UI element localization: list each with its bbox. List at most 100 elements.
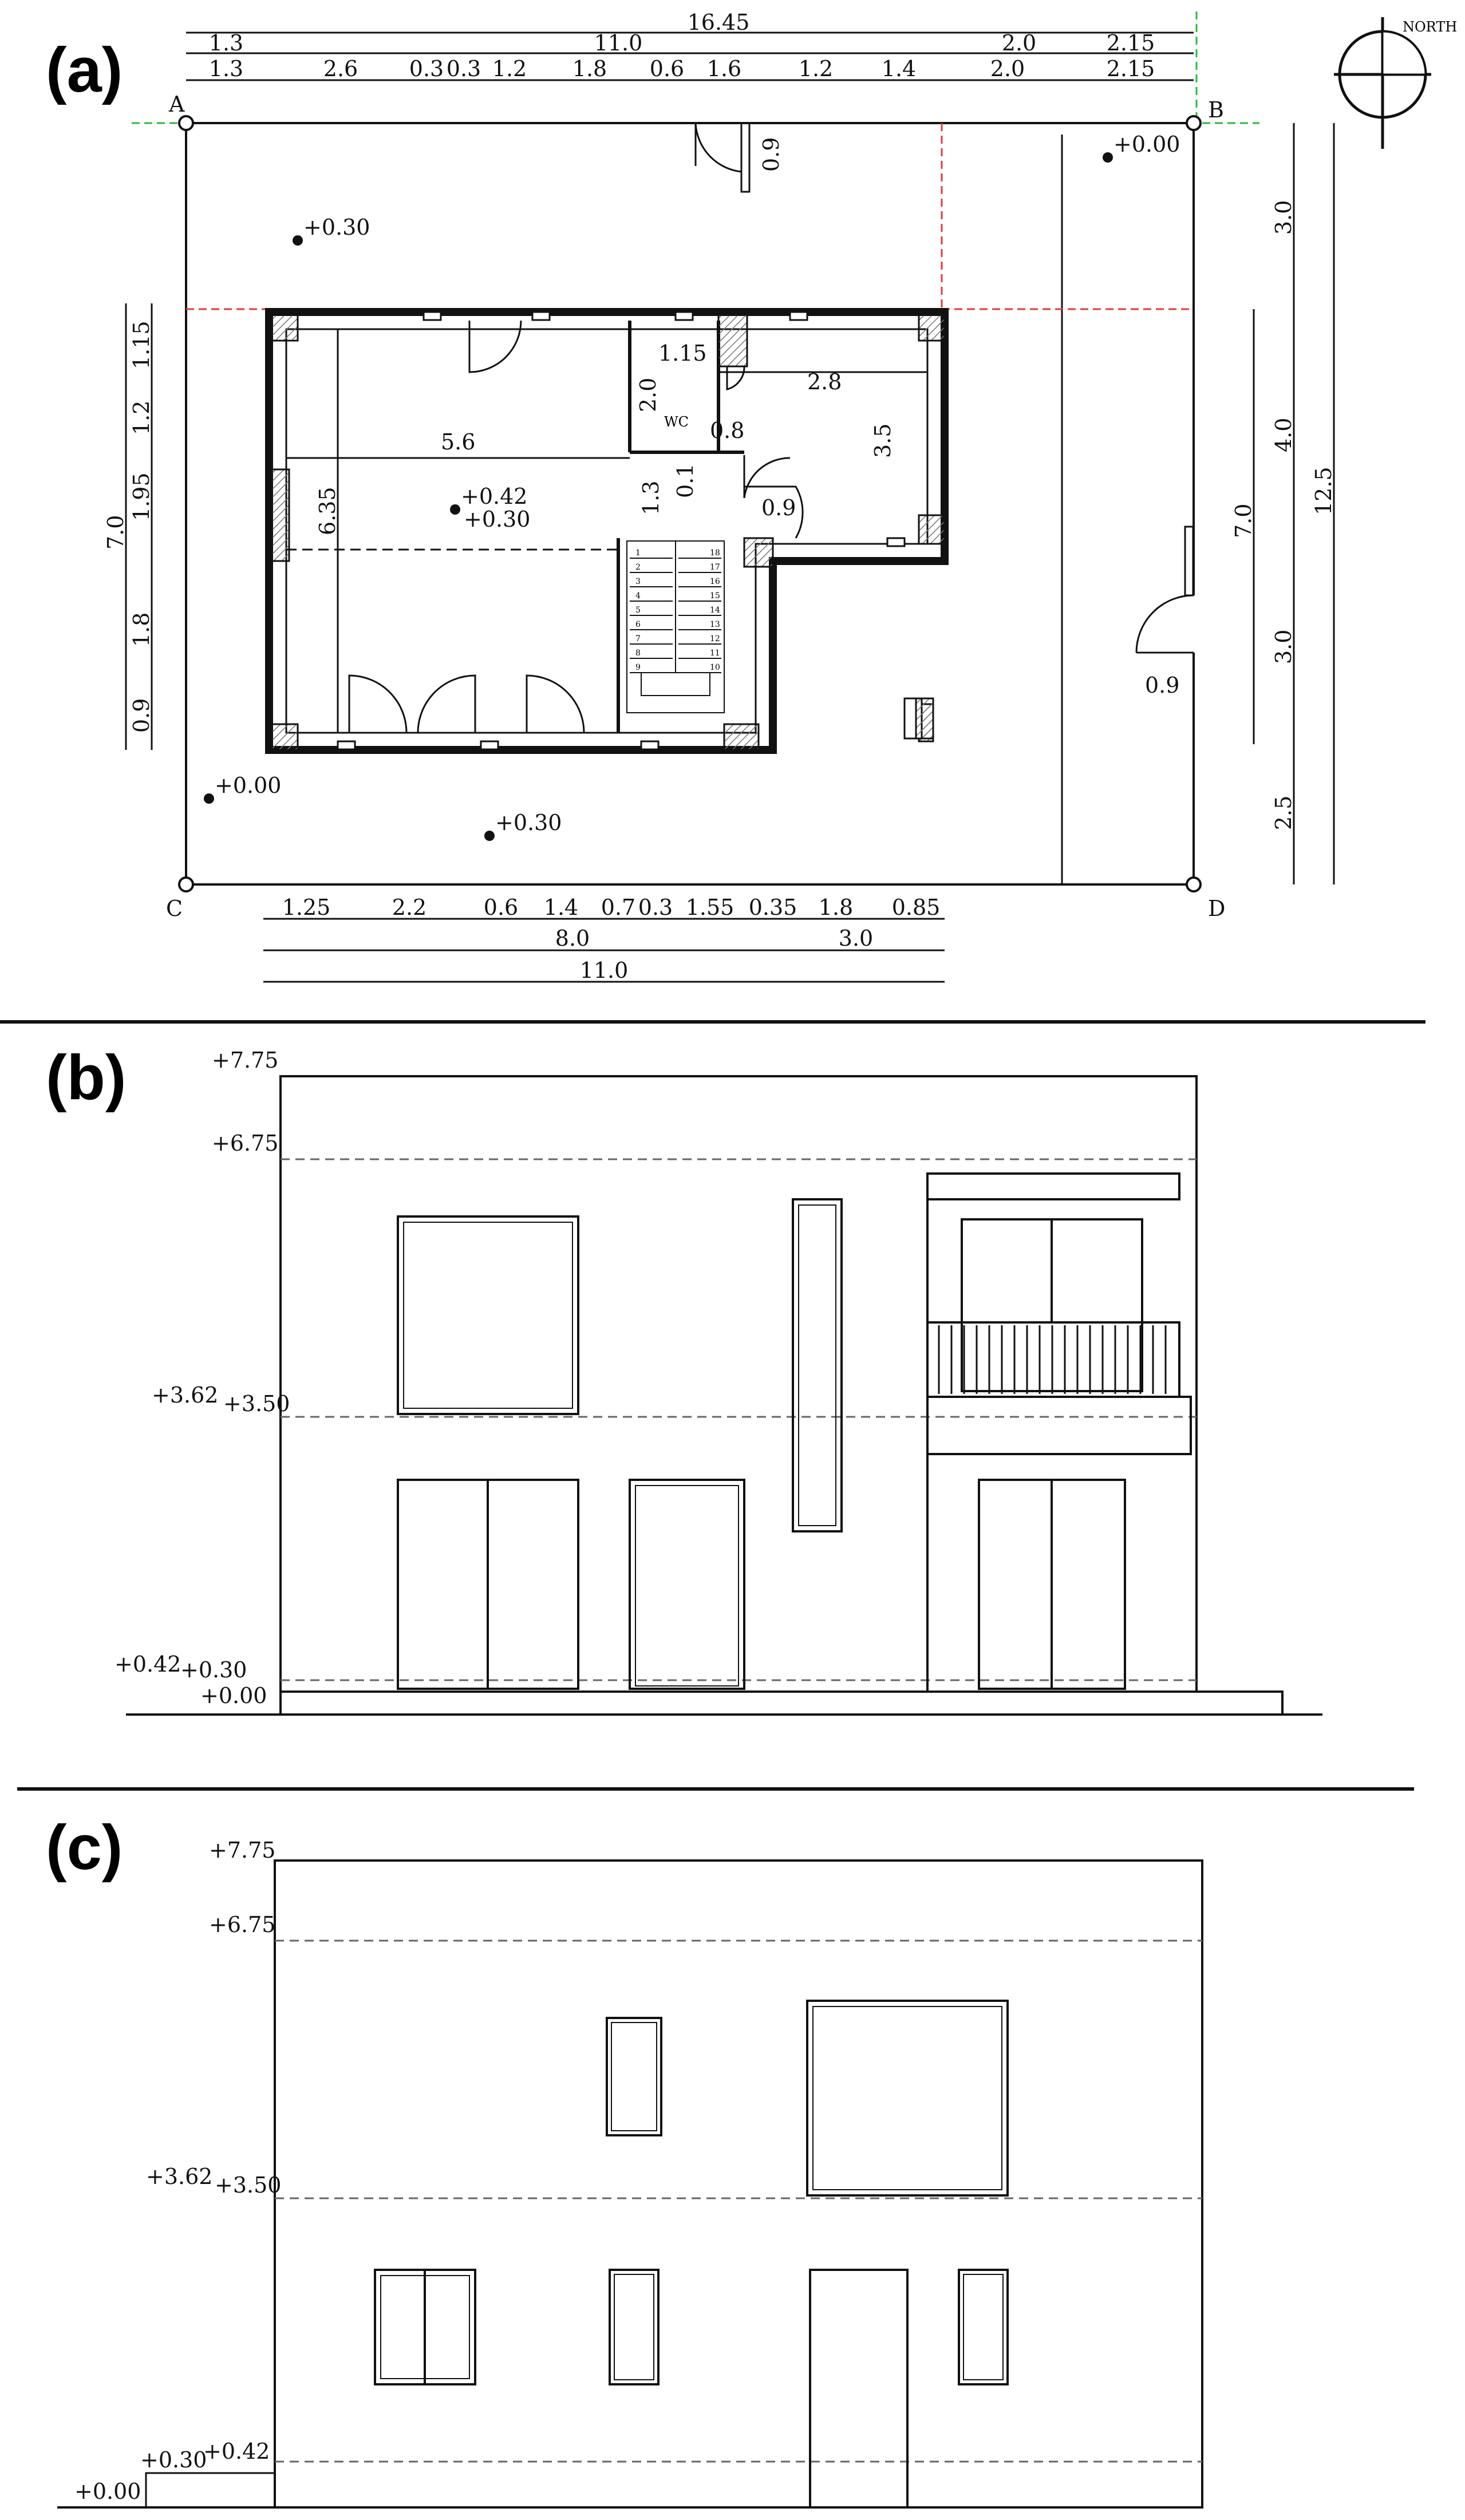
panel-a-label: (a) bbox=[46, 35, 123, 105]
dim-wc-depth: 2.0 bbox=[635, 378, 661, 412]
level-label: +3.50 bbox=[223, 1391, 290, 1416]
bottom-dims-row1: 1.25 2.2 0.6 1.4 0.7 0.3 1.55 0.35 1.8 0… bbox=[282, 895, 941, 920]
dim-bottom-8: 8.0 bbox=[555, 926, 590, 951]
level-labels-c: +7.75 +6.75 +3.62 +3.50 +0.30 +0.42 +0.0… bbox=[74, 1838, 281, 2504]
dim-label: 1.55 bbox=[686, 895, 735, 920]
dim-top-row2: 1.3 11.0 2.0 2.15 bbox=[209, 30, 1155, 56]
corner-d: D bbox=[1208, 896, 1225, 921]
site-boundary bbox=[185, 122, 1195, 886]
entrance-door bbox=[809, 2269, 909, 2509]
dim-label: 0.9 bbox=[129, 698, 154, 733]
doors bbox=[348, 320, 804, 733]
dim-bottom-11: 11.0 bbox=[580, 958, 629, 983]
bottom-dimension-lines bbox=[263, 918, 945, 983]
panel-b-label: (b) bbox=[46, 1042, 126, 1113]
dim-label: 12.5 bbox=[1311, 467, 1336, 515]
dim-label: 0.7 bbox=[601, 895, 635, 920]
level-label: +7.75 bbox=[212, 1048, 278, 1073]
dim-corridor: 1.3 bbox=[638, 481, 664, 515]
level-dashed-lines bbox=[275, 1940, 1202, 2463]
dim-label: 1.3 bbox=[209, 56, 243, 81]
dim-label: 2.15 bbox=[1107, 30, 1155, 56]
dim-label: 1.95 bbox=[129, 472, 154, 521]
lower-doors bbox=[397, 1479, 1126, 1690]
dim-label: 7.0 bbox=[103, 515, 128, 550]
dim-label: 1.2 bbox=[799, 56, 833, 81]
level-label: +0.42 bbox=[461, 484, 527, 509]
stair-number: 13 bbox=[710, 620, 720, 629]
dim-label: 3.0 bbox=[1271, 630, 1296, 664]
panel-a-floor-plan: (a) NORTH 16.45 1.3 11.0 2.0 2.15 1.3 2.… bbox=[46, 10, 1457, 983]
dim-label: 1.8 bbox=[819, 895, 853, 920]
dim-label: 0.3 bbox=[447, 56, 481, 81]
balcony-rails bbox=[938, 1325, 1167, 1394]
stair-number: 3 bbox=[635, 577, 641, 586]
structural-columns bbox=[271, 314, 946, 751]
dim-top-total: 16.45 bbox=[688, 10, 750, 35]
top-dimension-lines bbox=[186, 31, 1194, 81]
level-label: +3.62 bbox=[152, 1383, 218, 1408]
corner-a: A bbox=[168, 92, 185, 117]
level-label: +0.30 bbox=[180, 1657, 247, 1682]
building-walls bbox=[265, 308, 949, 754]
corner-c: C bbox=[166, 896, 183, 921]
stair-number: 15 bbox=[710, 591, 720, 601]
level-label: +3.62 bbox=[146, 2164, 212, 2189]
stair-number: 17 bbox=[710, 563, 720, 572]
dim-label: 1.15 bbox=[129, 321, 154, 369]
left-dims: 1.15 1.2 1.95 1.8 0.9 7.0 bbox=[103, 321, 154, 733]
dim-label: 11.0 bbox=[594, 30, 643, 56]
right-dims: 3.0 4.0 3.0 2.5 7.0 12.5 bbox=[1231, 200, 1336, 830]
site-gate-top bbox=[694, 113, 751, 193]
dim-label: 4.0 bbox=[1271, 418, 1296, 452]
dim-label: 1.2 bbox=[492, 56, 527, 81]
grid-corner-markers bbox=[178, 115, 1202, 892]
upper-windows bbox=[397, 1198, 843, 1532]
dim-label: 2.15 bbox=[1107, 56, 1155, 81]
dim-label: 1.8 bbox=[572, 56, 607, 81]
dim-label: 0.85 bbox=[892, 895, 941, 920]
dim-gate: 0.9 bbox=[759, 137, 784, 172]
corner-b: B bbox=[1208, 97, 1224, 123]
level-label: +0.00 bbox=[1113, 132, 1180, 157]
left-dimension-lines bbox=[125, 303, 153, 750]
dim-label: 1.3 bbox=[209, 30, 243, 56]
entry-step bbox=[145, 2472, 276, 2509]
dim-livingroom-width: 5.6 bbox=[441, 429, 475, 455]
ground-plinth bbox=[279, 1690, 1284, 1716]
level-label: +0.30 bbox=[495, 810, 562, 835]
level-markers-plan: +0.30 +0.00 +0.42 +0.30 +0.00 +0.30 bbox=[215, 132, 1180, 835]
stair-number: 14 bbox=[710, 606, 720, 615]
level-label: +0.00 bbox=[215, 773, 281, 798]
stair-number: 12 bbox=[710, 634, 720, 643]
dim-kitchen-depth: 3.5 bbox=[870, 424, 895, 458]
stair-number: 7 bbox=[635, 634, 641, 643]
dim-label: 0.35 bbox=[749, 895, 797, 920]
dim-kitchen-door: 0.9 bbox=[761, 495, 796, 520]
level-symbol-icons bbox=[204, 152, 1113, 841]
dim-label: 1.6 bbox=[707, 56, 741, 81]
stair-number: 18 bbox=[710, 548, 720, 558]
dim-label: 2.0 bbox=[1002, 30, 1036, 56]
north-arrow-icon: NORTH bbox=[1334, 17, 1457, 149]
dim-bottom-3: 3.0 bbox=[839, 926, 873, 951]
dim-label: 7.0 bbox=[1231, 504, 1256, 538]
stair-number: 9 bbox=[635, 663, 641, 672]
lower-windows bbox=[374, 2269, 1009, 2385]
stair-number: 1 bbox=[635, 548, 641, 558]
level-label: +0.42 bbox=[203, 2439, 270, 2464]
level-label: +0.30 bbox=[303, 215, 370, 240]
facade-outline bbox=[274, 1859, 1203, 2509]
level-label: +6.75 bbox=[209, 1912, 275, 1937]
stair-number: 16 bbox=[710, 577, 720, 586]
stair-number: 5 bbox=[635, 606, 641, 615]
stair-number: 2 bbox=[635, 563, 641, 572]
dim-label: 0.3 bbox=[409, 56, 444, 81]
dim-wc-width: 1.15 bbox=[658, 341, 707, 366]
level-label: +6.75 bbox=[212, 1131, 278, 1156]
level-dashed-lines bbox=[281, 1158, 1197, 1681]
dim-label: 0.6 bbox=[484, 895, 518, 920]
right-dimension-lines bbox=[1253, 123, 1335, 884]
